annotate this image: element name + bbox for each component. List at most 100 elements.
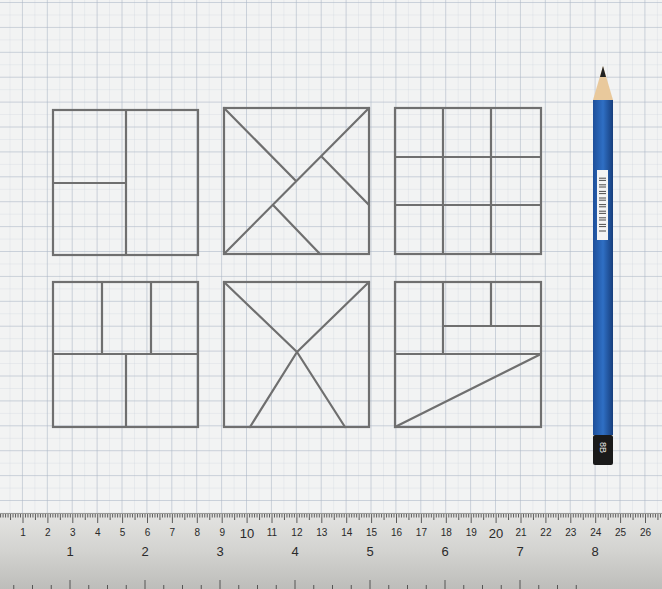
mm-tick [164, 514, 165, 518]
mm-tick [112, 514, 113, 518]
mm-tick [257, 514, 258, 518]
square-two [224, 108, 369, 254]
inch-tick [182, 585, 183, 589]
mm-tick [125, 514, 126, 518]
mm-tick [145, 514, 146, 518]
mm-tick [483, 514, 484, 520]
mm-tick [535, 514, 536, 518]
mm-tick [10, 514, 11, 520]
barcode-bar [599, 191, 606, 192]
mm-tick [431, 514, 432, 518]
mm-tick [45, 514, 46, 518]
mm-tick [623, 514, 624, 518]
cm-number: 18 [441, 528, 452, 538]
mm-tick [135, 514, 136, 520]
cm-number: 22 [540, 528, 551, 538]
mm-tick [533, 514, 534, 520]
mm-tick [506, 514, 507, 518]
mm-tick [40, 514, 41, 518]
inch-tick [13, 585, 14, 589]
mm-tick [105, 514, 106, 518]
mm-tick [486, 514, 487, 518]
mm-tick [264, 514, 265, 518]
mm-tick [401, 514, 402, 518]
mm-tick [262, 514, 263, 518]
mm-tick [371, 514, 372, 523]
mm-tick [306, 514, 307, 518]
mm-tick [304, 514, 305, 518]
barcode-bar [599, 193, 606, 194]
mm-tick [545, 514, 546, 523]
mm-tick [379, 514, 380, 518]
inch-tick [557, 585, 558, 589]
mm-tick [463, 514, 464, 518]
inch-number: 8 [591, 545, 598, 558]
mm-tick [95, 514, 96, 518]
mm-tick [643, 514, 644, 518]
mm-tick [204, 514, 205, 518]
inch-tick [220, 580, 221, 589]
mm-tick [366, 514, 367, 518]
mm-tick [376, 514, 377, 518]
mm-tick [590, 514, 591, 518]
inch-tick [32, 585, 33, 589]
barcode-bar [599, 220, 606, 221]
cm-number: 4 [95, 528, 101, 538]
mm-tick [311, 514, 312, 518]
ruler-body [0, 513, 662, 589]
mm-tick [416, 514, 417, 518]
mm-tick [652, 514, 653, 518]
mm-tick [498, 514, 499, 518]
mm-tick [167, 514, 168, 518]
mm-tick [102, 514, 103, 518]
mm-tick [279, 514, 280, 518]
mm-tick [50, 514, 51, 518]
cm-number: 1 [20, 528, 26, 538]
mm-tick [137, 514, 138, 518]
mm-tick [543, 514, 544, 518]
mm-tick [491, 514, 492, 518]
mm-tick [446, 514, 447, 523]
mm-tick [523, 514, 524, 518]
mm-tick [528, 514, 529, 518]
inch-tick [463, 585, 464, 589]
inch-tick [388, 585, 389, 589]
inch-tick [332, 585, 333, 589]
barcode-bar [599, 231, 606, 232]
mm-tick [219, 514, 220, 518]
mm-tick [199, 514, 200, 518]
inch-tick [145, 580, 146, 589]
mm-tick [252, 514, 253, 518]
mm-tick [568, 514, 569, 518]
mm-tick [5, 514, 6, 518]
inch-tick [107, 585, 108, 589]
mm-tick [289, 514, 290, 518]
inch-tick [51, 585, 52, 589]
mm-tick [618, 514, 619, 518]
mm-tick [381, 514, 382, 518]
mm-tick [369, 514, 370, 518]
mm-tick [296, 514, 297, 523]
mm-tick [85, 514, 86, 520]
mm-tick [281, 514, 282, 518]
pencil-lead [600, 66, 606, 77]
inch-number: 7 [516, 545, 523, 558]
mm-tick [620, 514, 621, 523]
cm-number: 12 [291, 528, 302, 538]
mm-tick [187, 514, 188, 518]
mm-tick [593, 514, 594, 518]
inch-tick [313, 585, 314, 589]
mm-tick [488, 514, 489, 518]
square-six [395, 282, 541, 427]
barcode-bar [599, 180, 606, 181]
mm-tick [423, 514, 424, 518]
mm-tick [411, 514, 412, 518]
mm-tick [32, 514, 33, 518]
mm-tick [162, 514, 163, 518]
mm-tick [197, 514, 198, 523]
mm-tick [396, 514, 397, 523]
mm-tick [588, 514, 589, 518]
